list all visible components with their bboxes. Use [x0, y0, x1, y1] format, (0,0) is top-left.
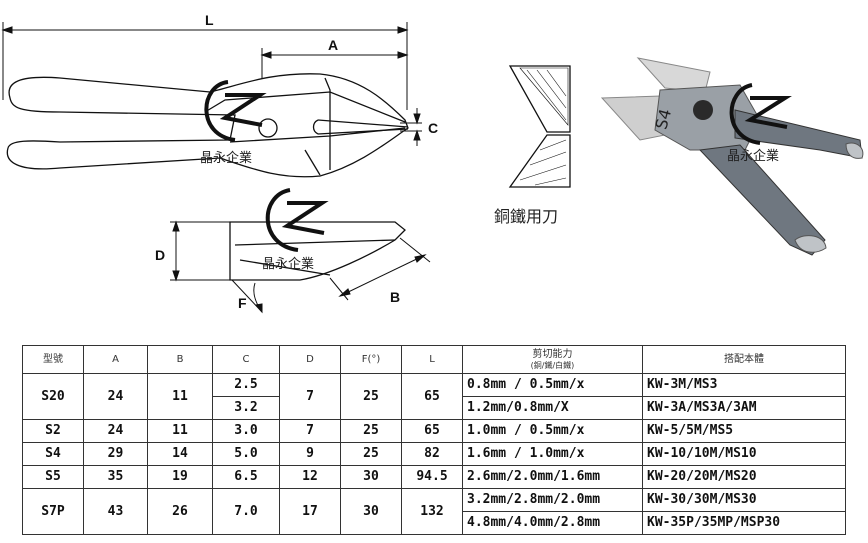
- dimension-a-label: A: [328, 37, 338, 53]
- cell-cut: 0.8mm / 0.5mm/x: [462, 373, 643, 397]
- table-row: 4.8mm/4.0mm/2.8mm KW-35P/35MP/MSP30: [23, 511, 846, 535]
- pliers-top-view: [6, 73, 409, 178]
- cell-c: 3.2: [212, 396, 280, 420]
- blade-caption: 銅鐵用刀: [494, 207, 558, 226]
- table-row: S4 29 14 5.0 9 25 82 1.6mm / 1.0mm/x KW-…: [22, 442, 846, 466]
- cell-match: KW-3M/MS3: [642, 373, 846, 397]
- cell-l: 65: [401, 419, 463, 443]
- header-c: C: [212, 345, 280, 374]
- brand-logo: [204, 80, 267, 142]
- cell-l: 94.5: [401, 465, 463, 489]
- table-row: S7P 43 26 7.0 17 30 132 3.2mm/2.8mm/2.0m…: [22, 488, 846, 535]
- cell-l: 132: [401, 488, 463, 535]
- cell-d: 9: [279, 442, 341, 466]
- cell-match: KW-3A/MS3A/3AM: [642, 396, 846, 420]
- technical-drawing: L A C 晶永企業: [1, 12, 864, 314]
- header-matching-body: 搭配本體: [642, 345, 846, 374]
- header-a: A: [83, 345, 148, 374]
- dimension-b: [329, 237, 431, 301]
- cell-model: S2: [22, 419, 84, 443]
- spec-table: 型號 A B C D F(°) L 剪切能力 (銅/鐵/白鐵) 搭配本體 S20…: [22, 345, 846, 535]
- dimension-b-label: B: [390, 289, 400, 305]
- cell-match: KW-10/10M/MS10: [642, 442, 846, 466]
- cell-model: S5: [22, 465, 84, 489]
- cell-f: 30: [340, 465, 402, 489]
- cell-f: 25: [340, 442, 402, 466]
- cell-cut: 4.8mm/4.0mm/2.8mm: [462, 511, 643, 535]
- cell-b: 19: [147, 465, 213, 489]
- cell-match: KW-5/5M/MS5: [642, 419, 846, 443]
- brand-text: 晶永企業: [200, 150, 252, 166]
- cell-f: 25: [340, 373, 402, 420]
- cell-d: 12: [279, 465, 341, 489]
- brand-text-3: 晶永企業: [727, 148, 779, 164]
- cell-cut: 1.2mm/0.8mm/X: [462, 396, 643, 420]
- dimension-d: [170, 220, 232, 282]
- cell-match: KW-35P/35MP/MSP30: [642, 511, 846, 535]
- cell-l: 82: [401, 442, 463, 466]
- cell-d: 17: [279, 488, 341, 535]
- header-model: 型號: [22, 345, 84, 374]
- cell-model: S20: [22, 373, 84, 420]
- brand-text-2: 晶永企業: [262, 256, 314, 272]
- cell-c: 7.0: [212, 488, 280, 535]
- blade-profile: [508, 65, 571, 188]
- cell-c: 3.0: [212, 419, 280, 443]
- cell-d: 7: [279, 419, 341, 443]
- cell-c: 2.5: [212, 373, 280, 397]
- table-row: S20 24 11 2.5 7 25 65 0.8mm / 0.5mm/x KW…: [22, 373, 846, 420]
- cell-a: 35: [83, 465, 148, 489]
- cell-a: 24: [83, 419, 148, 443]
- cell-l: 65: [401, 373, 463, 420]
- logo-3: [729, 83, 792, 145]
- header-l: L: [401, 345, 463, 374]
- table-row: S5 35 19 6.5 12 30 94.5 2.6mm/2.0mm/1.6m…: [22, 465, 846, 489]
- dimension-l-label: L: [205, 12, 214, 28]
- product-mark: S4: [651, 107, 675, 132]
- table-row: S2 24 11 3.0 7 25 65 1.0mm / 0.5mm/x KW-…: [22, 419, 846, 443]
- header-cut-capacity: 剪切能力 (銅/鐵/白鐵): [462, 345, 643, 374]
- header-cut-sub: (銅/鐵/白鐵): [530, 360, 575, 370]
- header-b: B: [147, 345, 213, 374]
- dimension-a: [260, 48, 409, 80]
- cell-a: 43: [83, 488, 148, 535]
- header-f: F(°): [340, 345, 402, 374]
- cell-c: 5.0: [212, 442, 280, 466]
- header-d: D: [279, 345, 341, 374]
- header-cut-title: 剪切能力: [532, 348, 573, 360]
- cell-match: KW-20/20M/MS20: [642, 465, 846, 489]
- cell-b: 11: [147, 373, 213, 420]
- cell-b: 11: [147, 419, 213, 443]
- cell-cut: 1.0mm / 0.5mm/x: [462, 419, 643, 443]
- cell-f: 30: [340, 488, 402, 535]
- logo-2: [265, 188, 329, 252]
- dimension-d-label: D: [155, 247, 165, 263]
- cell-b: 14: [147, 442, 213, 466]
- cell-model: S4: [22, 442, 84, 466]
- cell-b: 26: [147, 488, 213, 535]
- dimension-f-label: F: [238, 295, 247, 311]
- cell-c: 6.5: [212, 465, 280, 489]
- cell-cut: 3.2mm/2.8mm/2.0mm: [462, 488, 643, 512]
- dimension-f: [231, 279, 263, 314]
- cell-a: 29: [83, 442, 148, 466]
- cell-d: 7: [279, 373, 341, 420]
- dimension-c-label: C: [428, 120, 438, 136]
- cell-a: 24: [83, 373, 148, 420]
- cell-cut: 2.6mm/2.0mm/1.6mm: [462, 465, 643, 489]
- cell-f: 25: [340, 419, 402, 443]
- dimension-c: [400, 108, 422, 146]
- cell-model: S7P: [22, 488, 84, 535]
- cell-cut: 1.6mm / 1.0mm/x: [462, 442, 643, 466]
- dimension-l: [1, 22, 409, 110]
- table-header-row: 型號 A B C D F(°) L 剪切能力 (銅/鐵/白鐵) 搭配本體: [22, 345, 846, 374]
- cell-match: KW-30/30M/MS30: [642, 488, 846, 512]
